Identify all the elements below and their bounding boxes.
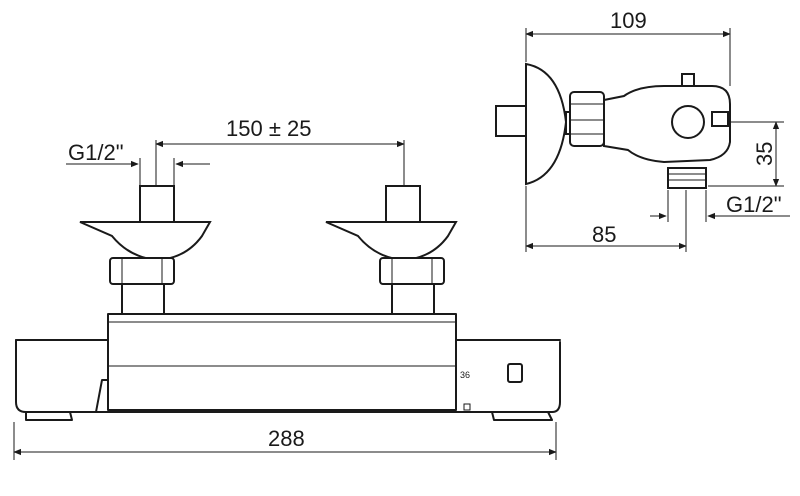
dim-wall-depth: 85 — [525, 186, 687, 252]
side-flange — [495, 62, 575, 186]
left-inlet-fitting — [79, 185, 212, 315]
dim-side-thread: G1/2" — [650, 190, 790, 222]
dim-side-depth-label: 109 — [610, 8, 647, 33]
dim-front-thread: G1/2" — [66, 140, 210, 186]
dim-inlet-spacing: 150 ± 25 — [155, 116, 405, 186]
dim-outlet-offset-label: 35 — [752, 142, 777, 166]
dim-total-length: 288 — [13, 422, 557, 460]
dim-wall-depth-label: 85 — [592, 222, 616, 247]
dim-side-thread-label: G1/2" — [726, 192, 782, 217]
dim-front-thread-label: G1/2" — [68, 140, 124, 165]
dim-outlet-offset: 35 — [708, 121, 784, 187]
side-view: 109 85 35 G1/2" — [495, 8, 790, 252]
side-hex-nut — [569, 91, 605, 147]
dim-total-length-label: 288 — [268, 426, 305, 451]
dim-inlet-spacing-label: 150 ± 25 — [226, 116, 311, 141]
dim-side-depth: 109 — [525, 8, 731, 86]
mixer-body: 36 — [15, 313, 561, 421]
front-view: 36 150 ± 25 — [13, 116, 561, 460]
right-inlet-fitting — [325, 185, 458, 315]
side-valve-body — [603, 73, 731, 189]
scale-marking: 36 — [460, 370, 470, 380]
